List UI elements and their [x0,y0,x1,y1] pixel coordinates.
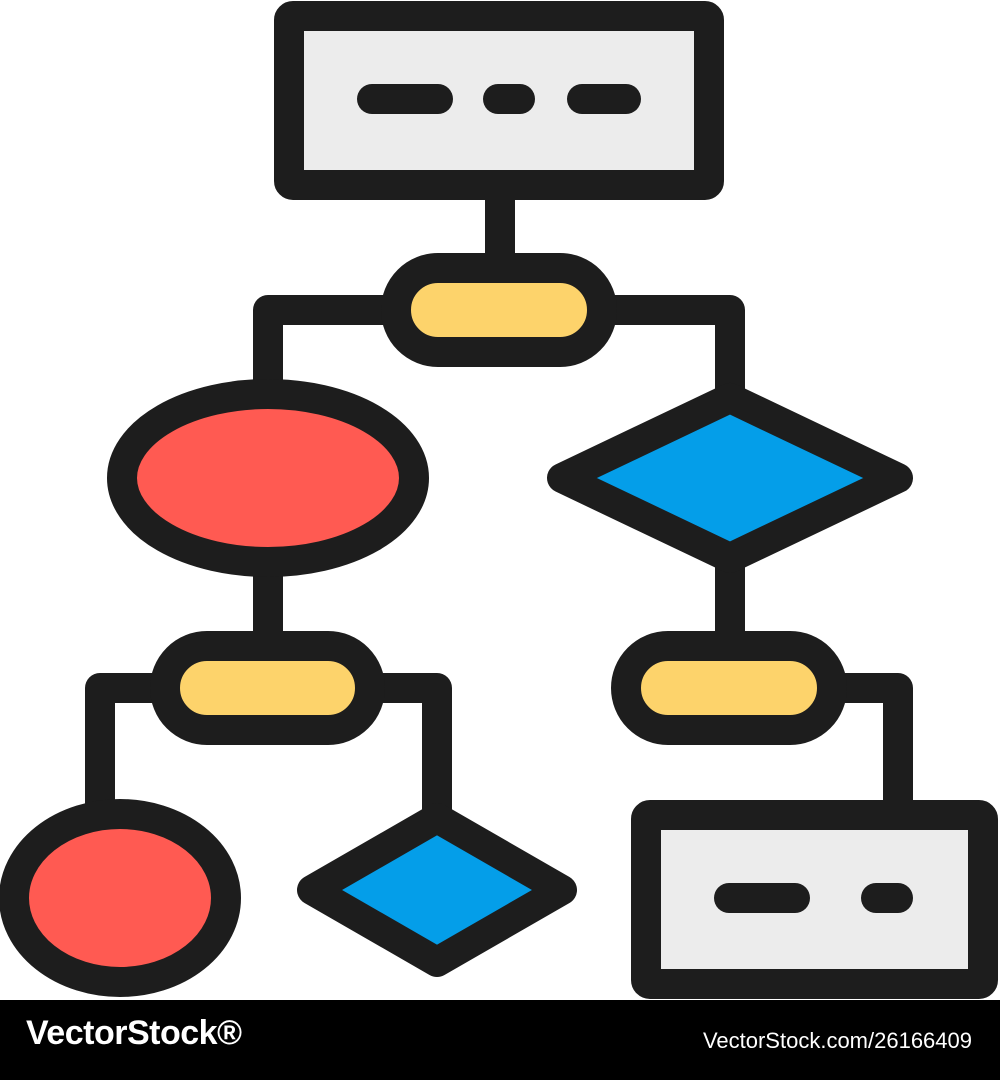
node-bottom-right-box [631,800,998,999]
edge-right-connector-to-bottom-right-box [820,673,913,830]
watermark-brand: VectorStock® [26,1014,242,1052]
node-bottom-diamond [297,803,577,977]
node-left-oval [107,379,429,577]
flowchart-icon [0,1,998,999]
watermark-bar: VectorStock® VectorStock.com/26166409 [0,1000,1000,1080]
node-bottom-left-oval [0,799,241,997]
edge-top-connector-to-left-oval [253,295,407,403]
node-left-connector [150,631,385,745]
edge-top-connector-to-right-diamond [591,295,745,411]
node-right-connector [611,631,847,745]
node-top-connector [381,253,617,367]
node-right-diamond [547,383,913,573]
edge-left-connector-to-bottom-diamond [355,673,452,833]
watermark-image-id: VectorStock.com/26166409 [702,1028,972,1053]
edge-left-connector-to-bottom-left-oval [85,673,180,827]
